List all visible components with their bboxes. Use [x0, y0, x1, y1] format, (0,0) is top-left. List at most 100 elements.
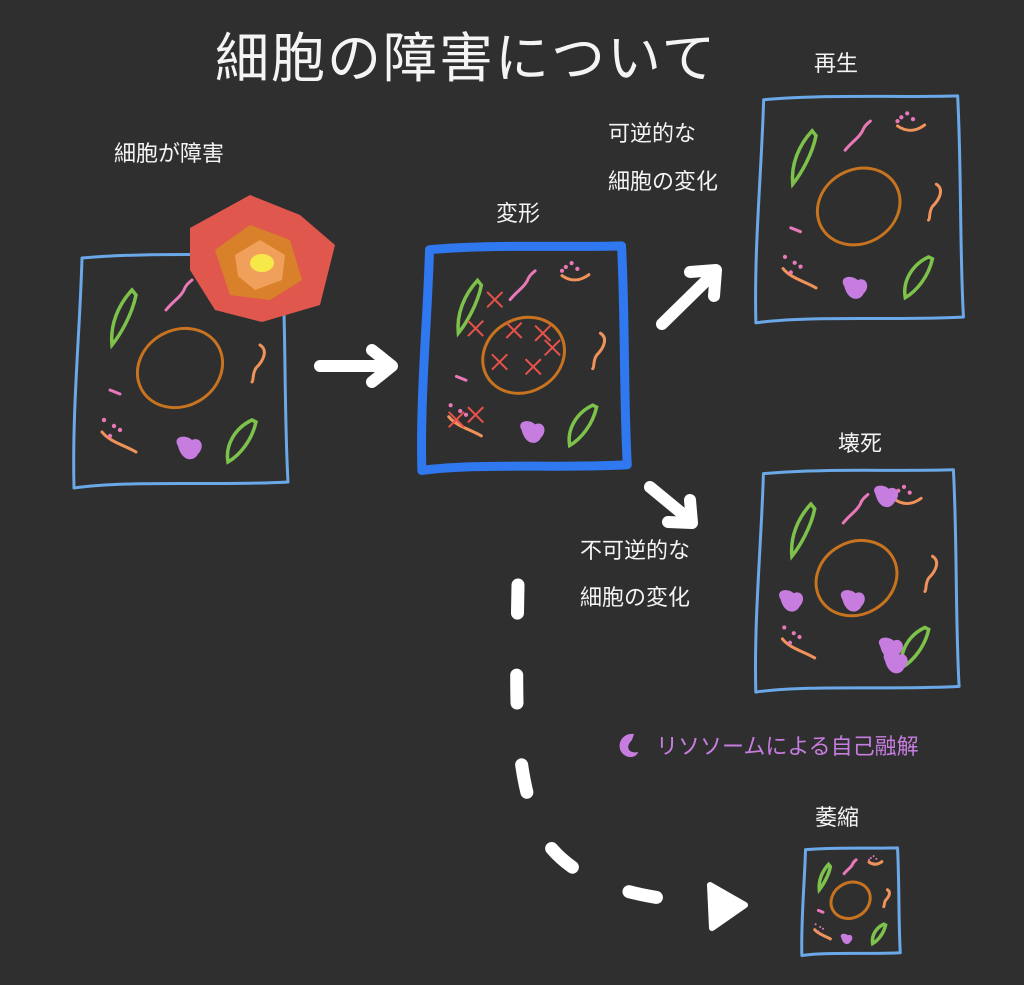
- arrowhead: [366, 344, 398, 388]
- cell-atrophied: [800, 846, 902, 957]
- label-atrophy: 萎縮: [815, 806, 860, 831]
- mitochondrion: [817, 861, 833, 895]
- dashed-arrow-to-atrophy: [510, 578, 737, 912]
- dot: [867, 858, 871, 861]
- dot: [797, 634, 802, 640]
- lysosome: [874, 485, 899, 508]
- damage-mark: [467, 320, 484, 337]
- squiggle: [108, 388, 122, 396]
- dot: [782, 625, 787, 630]
- dot: [798, 264, 803, 269]
- lysosome: [840, 933, 853, 945]
- lysosome-icon: [619, 733, 638, 758]
- dot: [559, 268, 565, 273]
- dot: [458, 408, 463, 414]
- page-title: 細胞の障害について: [215, 27, 718, 90]
- dot: [569, 261, 574, 266]
- dot: [907, 490, 912, 495]
- damage-mark: [491, 353, 508, 371]
- injury-center: [250, 254, 274, 272]
- arrow-to-necrosis: [644, 481, 696, 526]
- label-reversible-1: 可逆的な: [608, 122, 697, 147]
- squiggle: [164, 278, 194, 312]
- squiggle: [813, 928, 832, 941]
- nucleus: [814, 538, 899, 618]
- squiggle: [843, 119, 872, 152]
- dot: [575, 266, 580, 271]
- dot: [117, 427, 123, 433]
- lysosome: [176, 436, 202, 460]
- dot: [787, 640, 793, 645]
- arrowhead: [684, 264, 722, 302]
- squiggle: [927, 182, 943, 222]
- cell-membrane: [754, 468, 961, 694]
- squiggle: [591, 331, 607, 371]
- dot: [107, 433, 113, 439]
- dot: [792, 260, 797, 265]
- cell-membrane: [754, 94, 965, 325]
- arrowhead: [707, 882, 748, 931]
- mitochondrion: [870, 922, 888, 947]
- dot: [817, 930, 820, 933]
- label-reversible-2: 細胞の変化: [608, 170, 719, 195]
- squiggle: [250, 343, 266, 384]
- squiggle: [816, 908, 825, 914]
- damage-mark: [486, 291, 504, 308]
- dot: [869, 856, 872, 859]
- dot: [901, 484, 907, 489]
- squiggle: [100, 430, 138, 454]
- lysosome: [840, 590, 865, 612]
- squiggle: [867, 860, 884, 866]
- dot: [448, 403, 453, 408]
- mitochondrion: [109, 287, 138, 350]
- squiggle: [893, 496, 923, 505]
- label-necrosis: 壊死: [838, 432, 883, 457]
- damage-mark: [448, 411, 465, 428]
- label-irreversible-2: 細胞の変化: [580, 586, 691, 611]
- squiggle: [560, 273, 591, 282]
- dot: [872, 855, 875, 858]
- mitochondrion: [790, 128, 818, 189]
- mitochondrion: [225, 418, 259, 465]
- legend: リソソームによる自己融解: [612, 728, 919, 762]
- label-injury: 細胞が障害: [114, 142, 225, 167]
- label-regeneration: 再生: [814, 52, 859, 77]
- squiggle: [896, 123, 927, 132]
- nucleus: [481, 315, 566, 395]
- dot: [899, 115, 904, 120]
- cell-necrotic: [754, 468, 961, 694]
- damage-mark: [467, 406, 484, 424]
- dot: [463, 412, 469, 417]
- squiggle: [447, 415, 483, 438]
- arrowhead: [662, 494, 698, 529]
- dot: [819, 925, 822, 928]
- squiggle: [454, 374, 468, 382]
- squiggle: [923, 554, 939, 593]
- lysosome: [883, 651, 908, 674]
- squiggle: [842, 858, 858, 876]
- cell-membrane: [800, 846, 902, 957]
- legend-text: リソソームによる自己融解: [656, 735, 919, 760]
- dot: [782, 254, 788, 260]
- lysosome: [779, 590, 804, 612]
- squiggle: [841, 493, 870, 525]
- dot: [875, 857, 878, 860]
- dot: [905, 111, 910, 116]
- dot: [563, 264, 568, 270]
- nucleus: [829, 880, 872, 920]
- cell-deformed: [417, 241, 632, 475]
- dot: [788, 270, 793, 275]
- dot: [814, 923, 817, 926]
- mitochondrion: [567, 403, 599, 449]
- arrow-to-regeneration: [656, 269, 718, 330]
- nucleus: [815, 166, 902, 247]
- damage-mark: [524, 358, 542, 376]
- damage-mark: [544, 339, 561, 356]
- squiggle: [780, 637, 817, 660]
- cell-injured: [72, 252, 290, 490]
- dot: [791, 631, 796, 636]
- label-deformation: 変形: [496, 202, 541, 227]
- squiggle: [882, 888, 891, 909]
- dot: [101, 417, 107, 423]
- damage-mark: [534, 324, 552, 342]
